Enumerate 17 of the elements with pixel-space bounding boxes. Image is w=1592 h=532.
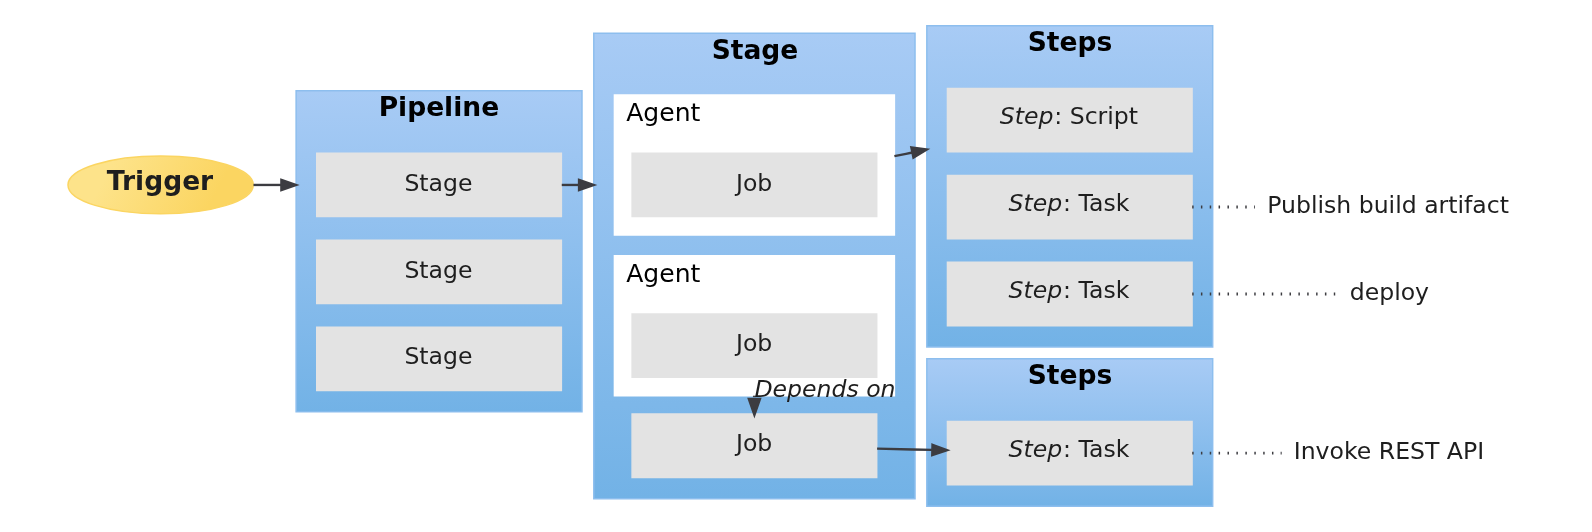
node-ellipse: Trigger: [66, 155, 254, 215]
node-box: Stage: [315, 326, 562, 392]
node-box: Stage: [315, 239, 562, 305]
node-box: Job: [630, 313, 877, 378]
node-text: Publish build artifact: [1266, 190, 1509, 219]
node-box: Step: Task: [946, 261, 1193, 327]
arrow: [252, 178, 300, 192]
node-box: Step: Script: [946, 87, 1193, 153]
node-text: deploy: [1349, 277, 1429, 306]
arrow: [876, 443, 951, 457]
node-box: Job: [630, 152, 877, 218]
arrow: [893, 146, 930, 160]
node-text: Invoke REST API: [1293, 436, 1484, 465]
node-box: Step: Task: [946, 420, 1193, 486]
node-box: Step: Task: [946, 174, 1193, 240]
node-box: Stage: [315, 152, 562, 218]
node-box: Job: [630, 413, 877, 479]
